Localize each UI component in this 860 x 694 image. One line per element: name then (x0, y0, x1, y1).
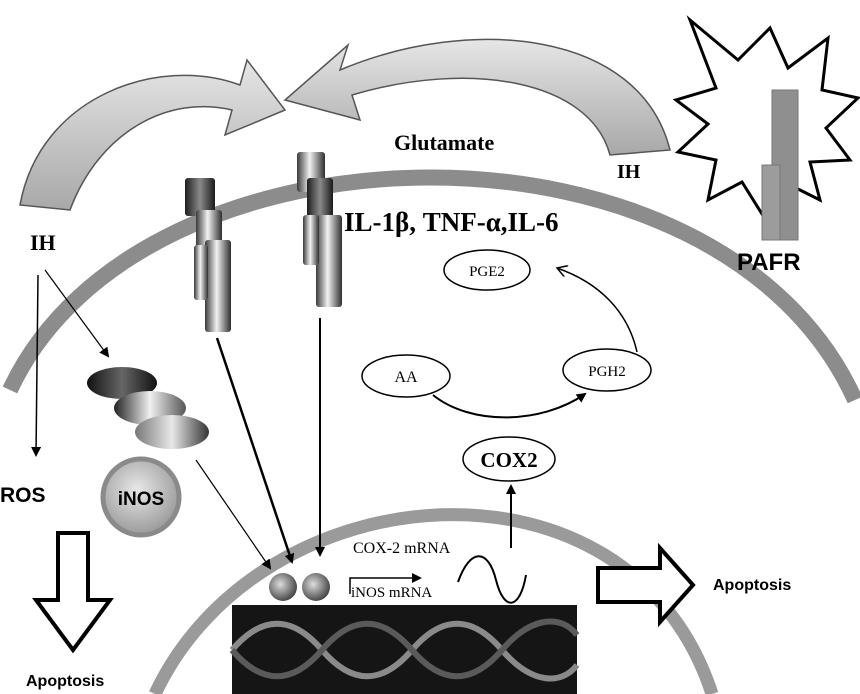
cytokines-label: IL-1β, TNF-α,IL-6 (344, 207, 559, 237)
aa-node (361, 354, 451, 398)
ros-label: ROS (0, 484, 46, 507)
transcription-start-arrow (349, 573, 422, 594)
aa-label: AA (394, 369, 418, 386)
pafr-label: PAFR (737, 249, 801, 276)
ih-right-label: IH (617, 161, 641, 183)
inos-mrna-label: iNOS mRNA (351, 585, 432, 601)
arrows (31, 268, 638, 604)
arrow-aa-pgh2 (432, 392, 587, 419)
apoptosis-right-arrow-icon (596, 542, 696, 628)
apoptosis-left-label: Apoptosis (26, 673, 104, 690)
arrow-ih-ros (31, 274, 42, 457)
curved-arrows (19, 38, 671, 211)
cox2-label: COX2 (480, 448, 537, 472)
apoptosis-right-label: Apoptosis (713, 577, 791, 594)
pge2-label: PGE2 (469, 264, 505, 280)
arrow-ih-enzyme (44, 269, 110, 358)
pgh2-node (562, 348, 652, 392)
dna-helix-icon (229, 605, 580, 694)
curved-arrow-left-icon (19, 58, 287, 211)
arrow-left-receptor-factors (215, 337, 295, 564)
transcription-factors-icon (269, 573, 330, 601)
ih-left-label: IH (30, 230, 56, 255)
receptor-left-icon (185, 178, 231, 332)
curved-arrow-right-icon (283, 38, 671, 156)
inos-circle (100, 456, 182, 538)
mrna-wave (457, 555, 527, 604)
pgh2-label: PGH2 (588, 364, 626, 380)
apoptosis-down-arrow-icon (32, 531, 114, 654)
cox2-node (462, 436, 556, 482)
arrow-pgh2-pge2 (557, 268, 638, 353)
ih-burst-icon (672, 15, 860, 218)
inos-label: iNOS (118, 489, 164, 510)
pafr-receptor-icon (761, 89, 799, 241)
receptor-middle-icon (297, 152, 342, 307)
cell-membrane (2, 169, 860, 404)
cox2-mrna-label: COX-2 mRNA (353, 540, 451, 557)
glutamate-label: Glutamate (394, 130, 494, 155)
enzyme-stack-icon (87, 367, 209, 449)
pge2-node (443, 249, 531, 291)
arrow-enzyme-factors (195, 459, 272, 570)
